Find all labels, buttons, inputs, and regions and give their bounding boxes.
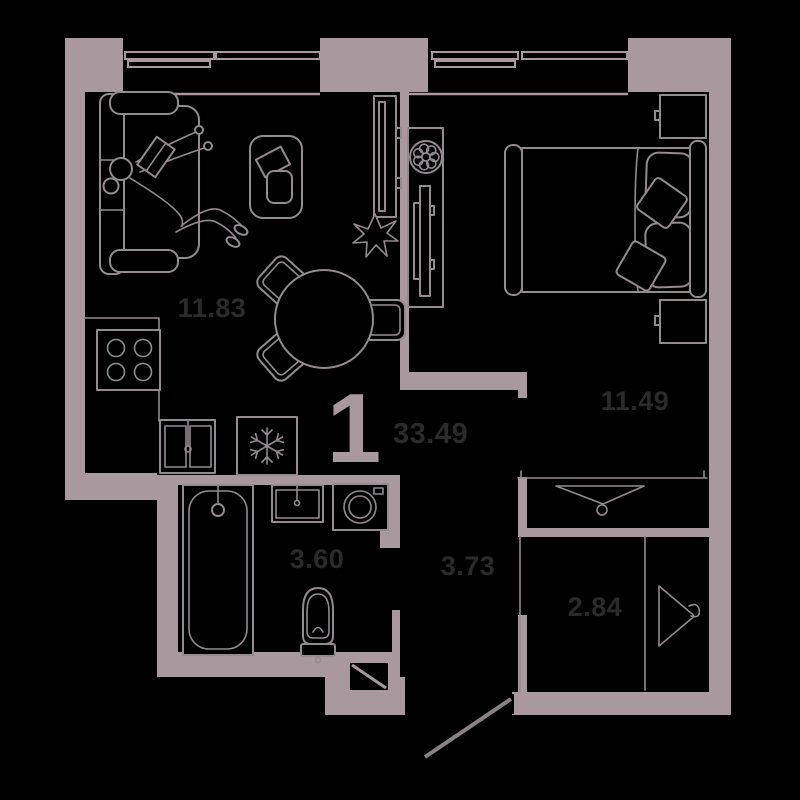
coffee-table	[249, 135, 303, 219]
wall-partition-living-bedroom	[400, 92, 409, 376]
wall-closet-south	[518, 528, 731, 537]
bedroom-furniture	[407, 94, 708, 516]
hair-bun	[102, 177, 120, 195]
wall-bedroom-south	[400, 372, 527, 390]
foot	[233, 224, 249, 236]
wall-closet-left	[518, 477, 527, 537]
tray-icon	[266, 170, 293, 204]
fan-icon	[409, 140, 443, 174]
room-area-label-hallway: 3.73	[441, 551, 496, 581]
book-icon	[136, 135, 176, 179]
hanger-icon	[658, 585, 701, 647]
window-casement	[521, 51, 628, 60]
washing-machine-icon	[332, 483, 389, 531]
hand	[203, 141, 213, 151]
toilet-icon	[300, 587, 336, 664]
wall-wardrobe-left-stub	[518, 615, 527, 692]
total-area-label: 33.49	[393, 418, 468, 450]
toilet-tank	[300, 643, 336, 657]
footboard	[504, 144, 523, 296]
window-bedroom	[409, 51, 628, 96]
headboard	[689, 140, 707, 298]
rail-bracket-icon	[555, 485, 645, 505]
wall-top-middle-block	[320, 38, 428, 92]
bathroom	[182, 483, 389, 664]
stove-icon	[96, 329, 161, 391]
dining-table	[274, 269, 374, 369]
wardrobe-room	[519, 536, 701, 693]
window-living-room	[123, 51, 321, 96]
wall-bottom-right	[512, 692, 731, 715]
window-casement	[431, 51, 519, 60]
wall-bathroom-right-lower	[392, 610, 400, 652]
washbasin-icon	[271, 484, 324, 523]
dining-set	[256, 255, 406, 382]
window-sill	[434, 60, 516, 68]
room-area-label-wardrobe: 2.84	[568, 592, 623, 622]
person-art	[102, 125, 249, 248]
kitchen-sink-icon	[159, 419, 216, 474]
sofa	[99, 91, 200, 275]
dresser-icon	[407, 127, 444, 308]
wall-right	[709, 38, 731, 715]
entrance-hinge-notch	[507, 694, 514, 714]
cushion	[615, 240, 667, 292]
hand	[194, 125, 204, 135]
sofa-armrest	[109, 91, 179, 115]
snowflake-icon	[249, 427, 285, 465]
wall-left	[65, 38, 85, 500]
bed-icon	[504, 140, 707, 298]
plant-icon	[352, 213, 399, 258]
rail-hook-icon	[596, 504, 608, 516]
bathtub-icon	[182, 484, 254, 656]
window-casement	[124, 51, 215, 60]
wall-bathroom-left	[157, 485, 178, 677]
sofa-armrest	[109, 249, 179, 273]
head	[109, 157, 133, 181]
tv-living-icon	[373, 95, 402, 218]
wall-living-south	[85, 475, 400, 485]
handle	[654, 110, 661, 121]
wall-bedroom-door-tab	[518, 390, 527, 398]
room-area-label-bedroom: 11.49	[601, 386, 670, 416]
sofa-seat	[117, 105, 200, 259]
window-casement	[215, 51, 321, 60]
foot	[225, 236, 241, 248]
window-sill	[127, 60, 211, 68]
shaft-diagonal	[351, 663, 387, 690]
walls	[65, 38, 731, 715]
closet-rail	[517, 470, 708, 516]
nightstand	[654, 94, 707, 139]
fridge-icon	[236, 416, 298, 476]
entrance-door-leaf	[423, 697, 513, 759]
room-area-label-kitchen-living: 11.83	[178, 293, 247, 323]
rooms-count-label: 1	[327, 373, 382, 483]
handle	[654, 315, 661, 326]
tv-screen	[378, 101, 386, 212]
nightstand	[654, 299, 707, 344]
cushion	[636, 177, 688, 229]
tv-bedroom-icon	[419, 185, 431, 297]
room-area-label-bathroom: 3.60	[290, 544, 345, 574]
kitchen	[84, 317, 298, 476]
